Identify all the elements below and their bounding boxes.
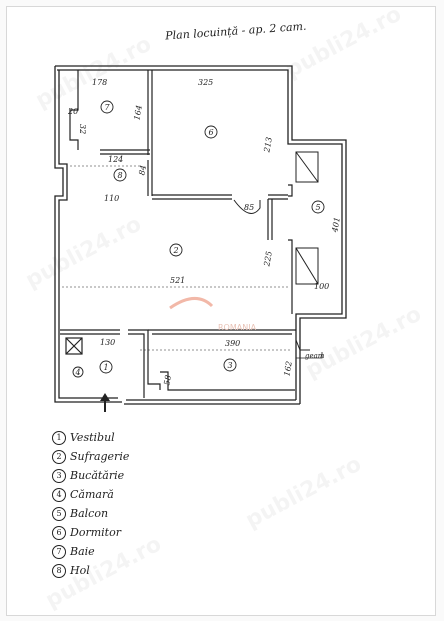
room-numbers: 7 6 8 5 2 1 4 3 [74, 103, 320, 377]
dim-label: 110 [104, 194, 119, 203]
legend-number: 5 [52, 506, 66, 521]
dim-label: 225 [262, 250, 274, 268]
legend-label: Cămară [70, 488, 114, 501]
dimension-labels: 178 325 20 32 164 124 84 110 213 85 401 … [67, 78, 342, 386]
legend-item: 5 Balcon [52, 504, 252, 523]
dim-label: 213 [262, 136, 274, 154]
legend-number: 4 [52, 487, 66, 502]
dim-label: 100 [314, 282, 329, 291]
room-number: 2 [172, 246, 178, 255]
dim-label: 32 [78, 124, 87, 134]
room-number: 8 [117, 171, 122, 180]
dim-label: 164 [132, 104, 144, 121]
dim-label: 124 [108, 155, 123, 164]
dimension-lines [62, 165, 292, 351]
legend: 1 Vestibul 2 Sufragerie 3 Bucătărie 4 Că… [52, 428, 252, 580]
dim-label: 401 [330, 216, 342, 234]
legend-number: 7 [52, 544, 66, 559]
legend-number: 3 [52, 468, 66, 483]
room-number: 4 [74, 368, 80, 377]
dim-label: 130 [100, 338, 115, 347]
window-marks [233, 151, 319, 351]
dim-label: 58 [162, 374, 173, 386]
dim-label: 178 [92, 78, 107, 87]
dim-label: 521 [170, 276, 185, 285]
interior-walls [60, 70, 296, 398]
dim-label: 85 [244, 203, 254, 212]
legend-label: Sufragerie [70, 450, 130, 463]
legend-label: Dormitor [70, 526, 121, 539]
dim-label: 390 [225, 339, 240, 348]
legend-number: 2 [52, 449, 66, 464]
legend-label: Hol [70, 564, 90, 577]
plan-title: Plan locuință - ap. 2 cam. [164, 20, 307, 43]
legend-item: 4 Cămară [52, 485, 252, 504]
entry-arrow [100, 393, 110, 412]
outer-walls [54, 65, 347, 405]
window-annotation: geam [305, 352, 325, 360]
center-watermark: ROMANIA [169, 297, 257, 332]
room-number: 5 [315, 203, 320, 212]
legend-label: Baie [70, 545, 95, 558]
room-number: 6 [208, 128, 213, 137]
dim-label: 20 [67, 107, 78, 116]
room-number: 3 [227, 361, 232, 370]
dim-label: 162 [282, 360, 294, 377]
legend-number: 8 [52, 563, 66, 578]
window-arrow [296, 352, 323, 359]
legend-item: 2 Sufragerie [52, 447, 252, 466]
room-number: 1 [103, 363, 108, 372]
svg-text:ROMANIA: ROMANIA [218, 323, 257, 332]
legend-label: Vestibul [70, 431, 115, 444]
room-number: 7 [104, 103, 110, 112]
legend-number: 6 [52, 525, 66, 540]
legend-label: Bucătărie [70, 469, 125, 482]
dim-label: 84 [137, 164, 148, 176]
legend-item: 7 Baie [52, 542, 252, 561]
dim-label: 325 [198, 78, 213, 87]
legend-item: 3 Bucătărie [52, 466, 252, 485]
legend-label: Balcon [70, 507, 109, 520]
legend-item: 8 Hol [52, 561, 252, 580]
legend-item: 1 Vestibul [52, 428, 252, 447]
legend-item: 6 Dormitor [52, 523, 252, 542]
legend-number: 1 [52, 430, 66, 445]
room-markers [72, 100, 325, 378]
